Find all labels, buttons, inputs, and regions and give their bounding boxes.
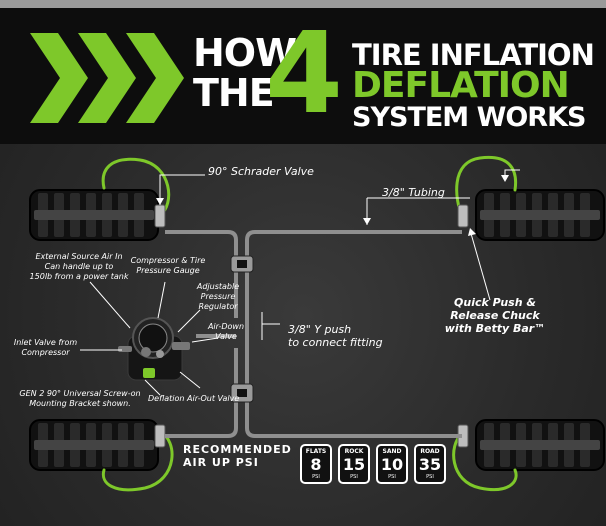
- label-deflation-out: Deflation Air-Out Valve: [148, 394, 240, 403]
- chevrons-icon: [30, 33, 184, 123]
- label-air-down-valve: Air-Down Valve: [207, 322, 245, 341]
- heading-the: THE: [193, 71, 275, 115]
- psi-badge-sand: SAND 10 PSI: [376, 444, 408, 484]
- heading-tire-inflation: TIRE INFLATION: [352, 38, 595, 72]
- psi-badge-rock: ROCK 15 PSI: [338, 444, 370, 484]
- label-adjustable-regulator: Adjustable Pressure Regulator: [196, 282, 240, 311]
- heading-how: HOW: [193, 31, 297, 75]
- label-gen2-bracket: GEN 2 90° Universal Screw-on Mounting Br…: [19, 389, 141, 408]
- label-tubing: 3/8" Tubing: [382, 186, 445, 199]
- psi-badge-road: ROAD 35 PSI: [414, 444, 446, 484]
- psi-badge-flats: FLATS 8 PSI: [300, 444, 332, 484]
- psi-title: RECOMMENDED AIR UP PSI: [183, 443, 292, 469]
- heading-number: 4: [265, 9, 343, 139]
- tire-rear-right: [475, 419, 605, 471]
- label-schrader-valve: 90° Schrader Valve: [208, 165, 314, 178]
- header-banner: HOW THE 4 TIRE INFLATION DEFLATION SYSTE…: [0, 8, 606, 144]
- label-inlet-valve: Inlet Valve from Compressor: [13, 338, 78, 357]
- top-strip: [0, 0, 606, 8]
- heading-deflation: DEFLATION: [352, 65, 570, 106]
- manifold-unit: [118, 317, 190, 381]
- label-compressor-gauge: Compressor & Tire Pressure Gauge: [130, 256, 206, 275]
- heading-system-works: SYSTEM WORKS: [352, 102, 586, 133]
- tire-front-left: [29, 189, 159, 241]
- label-quick-push: Quick Push & Release Chuck with Betty Ba…: [444, 296, 546, 335]
- label-external-source: External Source Air In Can handle up to …: [29, 252, 129, 281]
- label-y-push: 3/8" Y push to connect fitting: [288, 323, 383, 349]
- tire-front-right: [475, 189, 605, 241]
- tire-rear-left: [29, 419, 159, 471]
